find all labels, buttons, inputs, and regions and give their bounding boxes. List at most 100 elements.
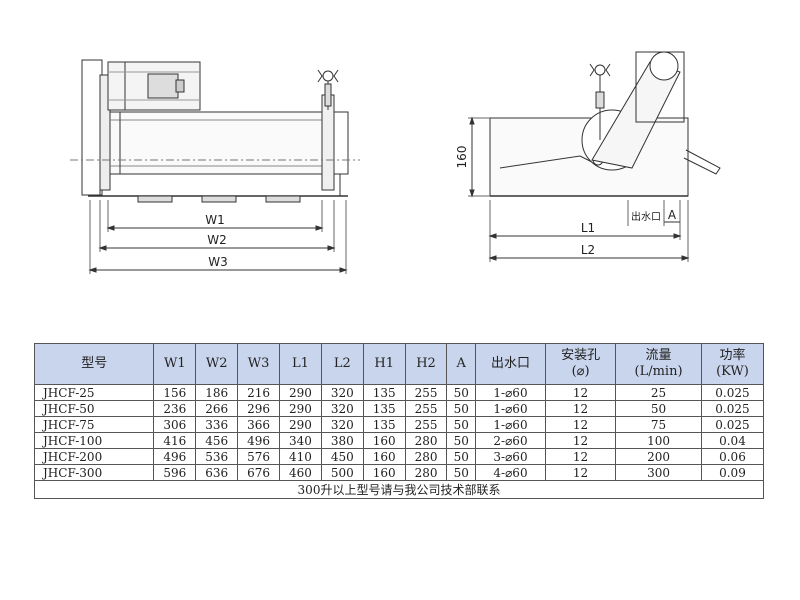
header-cell: L1 [279,343,322,385]
table-cell: 12 [545,400,617,417]
table-cell: 4-⌀60 [474,464,547,481]
header-text: 出水口 [490,356,530,371]
model-cell: JHCF-75 [33,416,155,433]
footer-note: 300升以上型号请与我公司技术部联系 [34,480,764,499]
table-cell: 186 [195,384,239,401]
table-cell: 135 [362,416,406,433]
table-cell: 496 [237,432,281,449]
table-cell: 320 [320,400,364,417]
technical-drawing: W1 W2 W3 160 L1 L2 出水口 A [70,51,721,274]
front-view [70,59,360,274]
table-cell: 135 [362,400,406,417]
header-text: 安装孔 [561,348,601,363]
label-w3: W3 [208,255,228,269]
table-cell: 576 [237,448,281,465]
model-cell: JHCF-300 [33,464,155,481]
table-cell: 280 [404,448,448,465]
table-cell: 266 [195,400,239,417]
table-cell: 1-⌀60 [474,416,547,433]
table-cell: 306 [153,416,197,433]
table-cell: 410 [279,448,322,465]
header-row: 型号 W1 W2 W3 L1 L2 H1 H2 A 出水口 安装孔(⌀) 流量(L/min)功率(KW… [33,343,765,385]
header-text: H2 [416,356,436,371]
label-l2: L2 [581,243,595,257]
label-outlet: 出水口 [631,210,661,223]
header-text: (L/min) [634,364,683,379]
table-cell: 255 [404,400,448,417]
table-cell: 280 [404,464,448,481]
header-text: W3 [247,356,270,371]
table-cell: 50 [446,432,476,449]
table-cell: 50 [446,464,476,481]
label-l1: L1 [581,221,595,235]
table-cell: 460 [279,464,322,481]
table-cell: 500 [320,464,364,481]
header-cell: W3 [237,343,281,385]
header-cell: L2 [320,343,364,385]
table-cell: 50 [615,400,702,417]
footer-row: 300升以上型号请与我公司技术部联系 [34,480,764,499]
table-cell: 160 [362,432,406,449]
table-cell: 296 [237,400,281,417]
header-cell: H2 [404,343,448,385]
table-cell: 50 [446,448,476,465]
table-cell: 336 [195,416,239,433]
header-cell: 型号 [33,343,155,385]
header-cell: H1 [362,343,406,385]
table-cell: 280 [404,432,448,449]
model-cell: JHCF-100 [33,432,155,449]
header-cell: 出水口 [474,343,547,385]
header-text: L1 [291,356,309,371]
table-cell: 456 [195,432,239,449]
table-cell: 1-⌀60 [474,384,547,401]
table-cell: 236 [153,400,197,417]
table-cell: 450 [320,448,364,465]
header-text: 功率 [719,348,746,363]
side-view [468,51,721,262]
table-cell: 12 [545,464,617,481]
table-cell: 160 [362,448,406,465]
table-cell: 12 [545,432,617,449]
table-cell: 12 [545,448,617,465]
table-cell: 0.025 [700,416,765,433]
label-height-160: 160 [455,146,469,169]
header-text: L2 [333,356,351,371]
table-cell: 676 [237,464,281,481]
table-cell: 100 [615,432,702,449]
table-cell: 75 [615,416,702,433]
label-a: A [668,208,677,222]
table-cell: 12 [545,384,617,401]
table-cell: 636 [195,464,239,481]
table-cell: 320 [320,384,364,401]
table-cell: 0.06 [700,448,765,465]
table-cell: 216 [237,384,281,401]
model-cell: JHCF-200 [33,448,155,465]
header-cell: 功率(KW) [700,343,765,385]
table-cell: 50 [446,400,476,417]
table-cell: 135 [362,384,406,401]
header-text: W2 [205,356,228,371]
table-cell: 2-⌀60 [474,432,547,449]
table-cell: 340 [279,432,322,449]
table-cell: 25 [615,384,702,401]
table-cell: 1-⌀60 [474,400,547,417]
table-cell: 496 [153,448,197,465]
header-cell: 流量(L/min) [615,343,702,385]
table-cell: 156 [153,384,197,401]
table-cell: 0.04 [700,432,765,449]
header-text: (⌀) [571,364,590,379]
header-text: W1 [164,356,186,371]
table-cell: 255 [404,416,448,433]
table-cell: 596 [153,464,197,481]
header-cell: W2 [195,343,239,385]
table-cell: 12 [545,416,617,433]
header-cell: A [446,343,476,385]
table-cell: 416 [153,432,197,449]
table-cell: 366 [237,416,281,433]
